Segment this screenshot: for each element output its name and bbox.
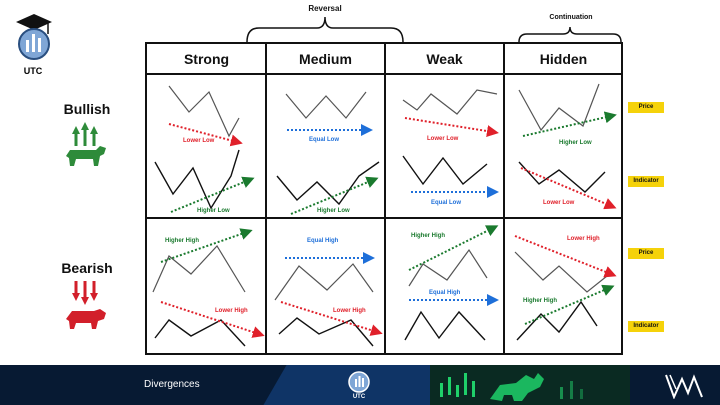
footer-utc-logo-icon — [348, 371, 370, 393]
brand-mark-icon — [665, 374, 703, 399]
col-header-weak: Weak — [426, 51, 463, 67]
label-bear-strong-indicator: Lower High — [215, 308, 248, 314]
reversal-label: Reversal — [308, 4, 342, 13]
tag-indicator-bullish: Indicator — [628, 176, 664, 187]
footer-bar: Divergences UTC — [0, 365, 720, 405]
label-bull-medium-price: Equal Low — [309, 137, 339, 143]
tag-price-bullish: Price — [628, 102, 664, 113]
cell-bull-hidden — [518, 83, 617, 210]
label-bear-strong-price: Higher High — [165, 238, 199, 244]
label-bull-hidden-indicator: Lower Low — [543, 200, 575, 206]
label-bear-weak-indicator: Equal High — [429, 290, 461, 296]
label-bull-medium-indicator: Higher Low — [317, 208, 350, 214]
col-header-strong: Strong — [183, 51, 230, 67]
footer-title: Divergences — [144, 379, 200, 390]
cell-bull-weak — [402, 89, 499, 198]
label-bull-strong-price: Lower Low — [183, 138, 215, 144]
continuation-label: Continuation — [549, 14, 593, 21]
cell-bear-weak — [404, 225, 499, 341]
label-bull-hidden-price: Higher Low — [559, 140, 592, 146]
label-bull-strong-indicator: Higher Low — [197, 208, 230, 214]
graduation-cap-icon — [16, 14, 52, 60]
label-bear-hidden-indicator: Higher High — [523, 298, 557, 304]
label-bear-medium-price: Equal High — [307, 238, 339, 244]
label-bear-medium-indicator: Lower High — [333, 308, 366, 314]
grid-drawing: Lower Low Higher Low Equal Low Higher Lo… — [147, 44, 621, 353]
row-label-bullish: Bullish — [63, 101, 111, 117]
tag-price-bearish: Price — [628, 248, 664, 259]
cell-bull-medium — [276, 91, 380, 215]
label-bull-weak-indicator: Equal Low — [431, 200, 461, 206]
divergence-grid: Strong Medium Weak Hidden — [145, 42, 623, 355]
col-header-hidden: Hidden — [539, 51, 588, 67]
row-label-bearish: Bearish — [61, 260, 113, 276]
reversal-brace — [246, 16, 404, 43]
tag-indicator-bearish: Indicator — [628, 321, 664, 332]
continuation-brace — [518, 26, 622, 43]
label-bear-weak-price: Higher High — [411, 233, 445, 239]
bull-icon — [66, 122, 106, 166]
cell-bear-strong — [152, 228, 265, 347]
bear-icon — [66, 281, 106, 329]
col-header-medium: Medium — [299, 51, 352, 67]
cell-bear-medium — [274, 252, 383, 347]
footer-logo-text: UTC — [352, 394, 366, 400]
footer-bull-chart-graphic — [430, 365, 630, 405]
label-bear-hidden-price: Lower High — [567, 236, 600, 242]
label-bull-weak-price: Lower Low — [427, 136, 459, 142]
cell-bear-hidden — [514, 235, 617, 341]
logo-text: UTC — [23, 66, 43, 76]
cell-bull-strong — [154, 85, 255, 213]
utc-logo: UTC — [12, 10, 54, 76]
